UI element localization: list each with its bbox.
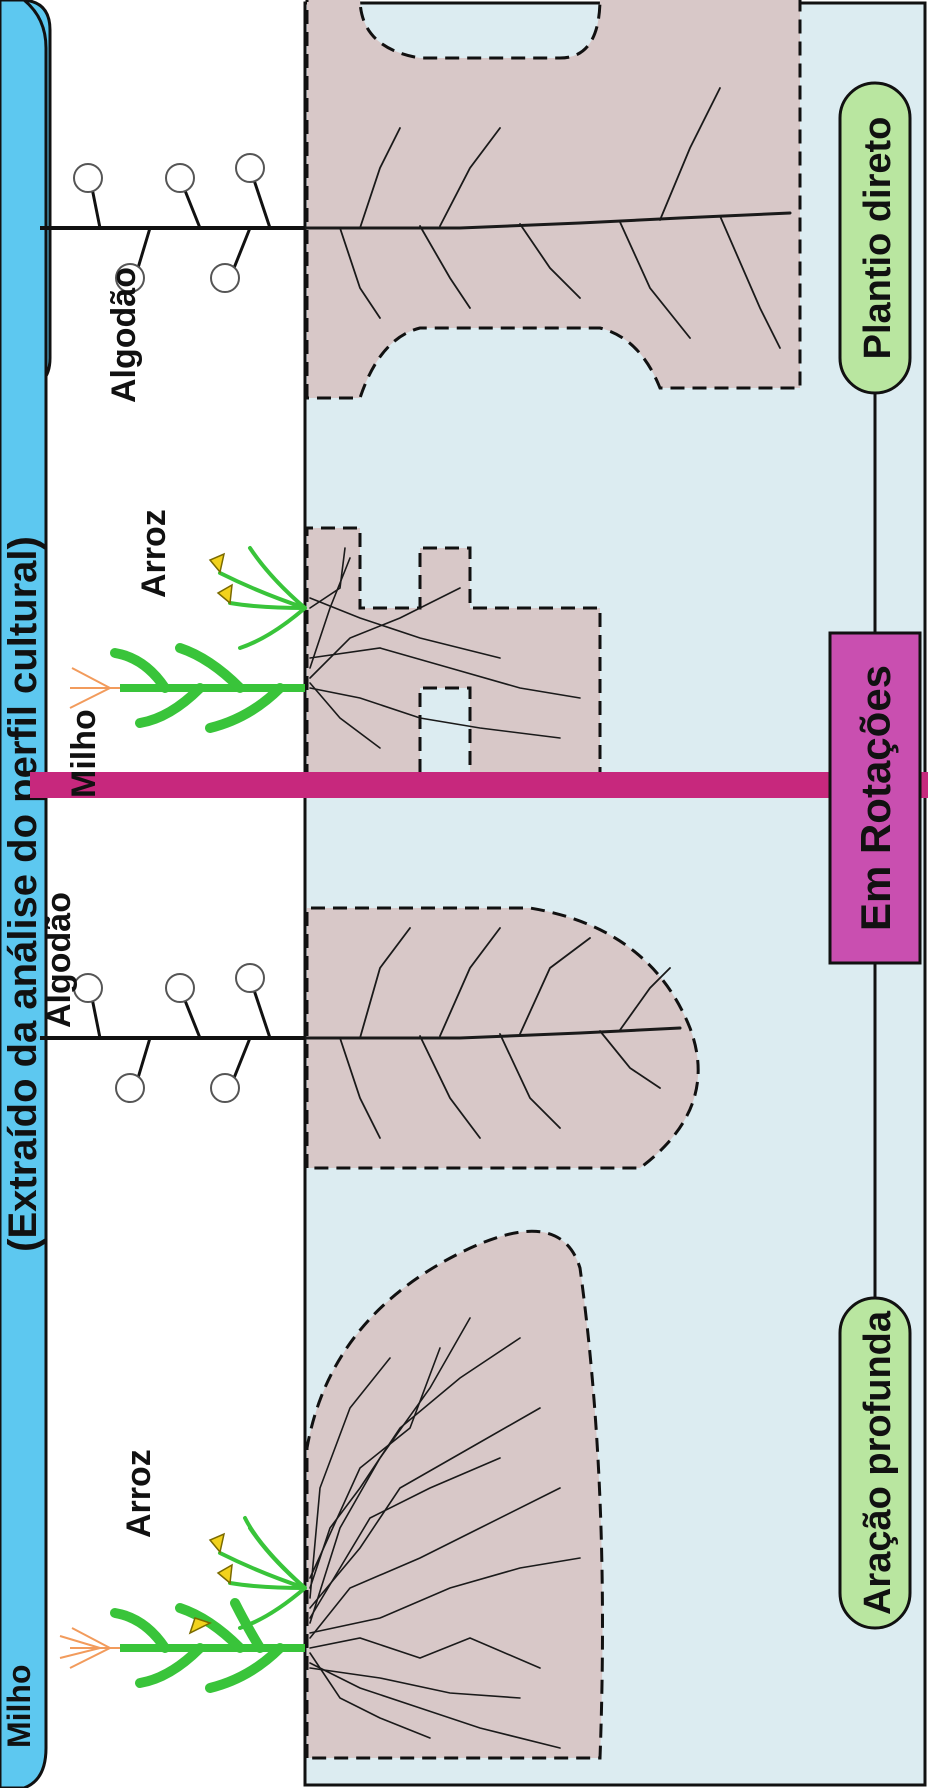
label-arroz-left: Arroz: [120, 1449, 158, 1538]
algodao-plant-right: [40, 154, 305, 292]
milho-plant-right: [70, 648, 305, 728]
label-rotacoes: Em Rotações: [852, 665, 899, 931]
arroz-plant-right: [210, 548, 305, 648]
pill-rotacoes: Em Rotações: [830, 633, 920, 963]
root-zone-aracao-cereals: Milho: [1, 1231, 603, 1758]
label-milho-left: Milho: [1, 1664, 37, 1748]
pill-plantio: Plantio direto: [840, 83, 910, 393]
header-text: (Extraído da análise do perfil cultural): [1, 536, 45, 1252]
root-zone-aracao-algodao: [40, 908, 698, 1168]
label-plantio: Plantio direto: [857, 117, 899, 360]
label-arroz-right: Arroz: [135, 509, 173, 598]
label-algodao-right: Algodão: [105, 267, 143, 403]
divider-rotations: [30, 772, 928, 798]
algodao-plant-left: [40, 964, 305, 1102]
arroz-plant-left: [210, 1518, 305, 1628]
label-aracao: Aração profunda: [857, 1310, 899, 1615]
pill-aracao: Aração profunda: [840, 1298, 910, 1628]
label-algodao-left: Algodão: [40, 892, 78, 1028]
label-milho-right: Milho: [65, 709, 103, 798]
